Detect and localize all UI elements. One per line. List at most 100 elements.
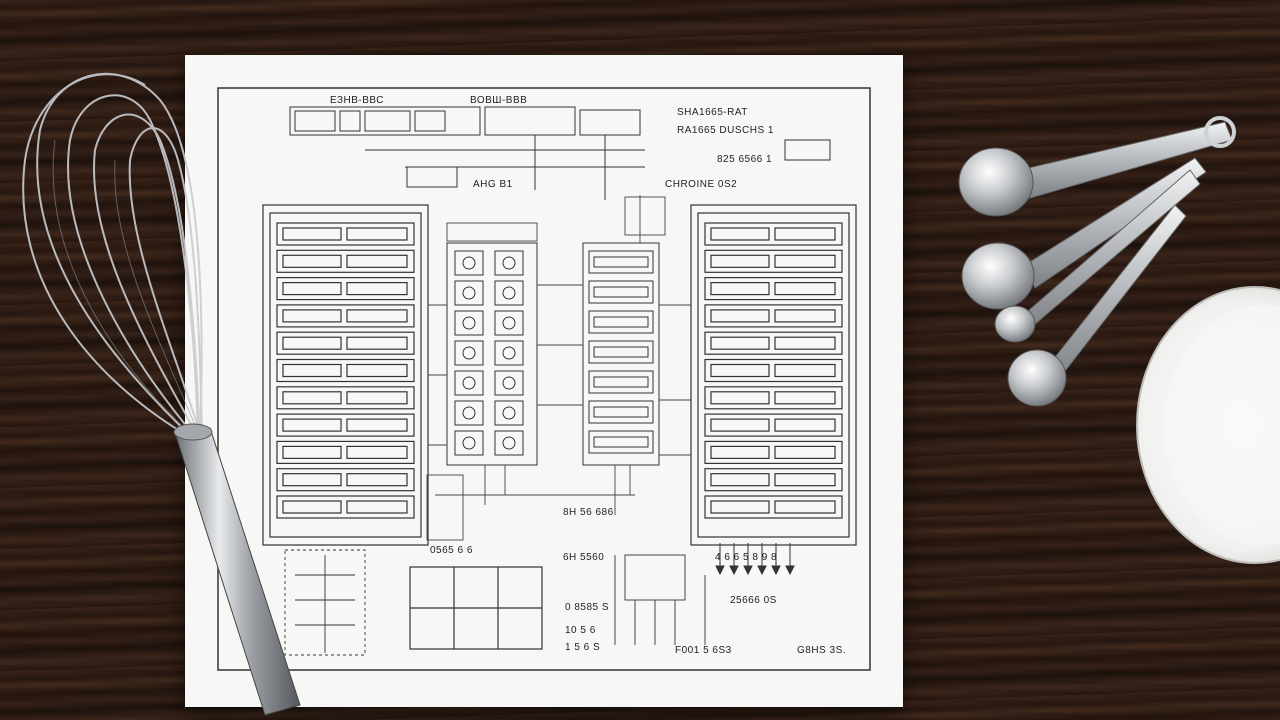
module-cell [588, 340, 654, 364]
bottom-component-cluster [614, 554, 706, 645]
panel-row-slot [774, 227, 836, 241]
panel-row-slot [774, 282, 836, 296]
panel-row-slot [710, 282, 770, 296]
panel-row-slot [710, 227, 770, 241]
module-slot [593, 406, 649, 418]
icon-symbol [462, 436, 476, 450]
panel-row-slot [774, 254, 836, 268]
panel-row-slot [346, 391, 408, 405]
panel-row [704, 249, 843, 273]
icon-symbol [462, 316, 476, 330]
module-slot [593, 316, 649, 328]
panel-row [704, 222, 843, 246]
icon-cell [454, 250, 484, 276]
panel-row-slot [282, 227, 342, 241]
arrow-head [715, 565, 725, 576]
icon-cell [494, 340, 524, 366]
right-bottom-label-2: F001 5 6S3 [675, 645, 732, 656]
icon-symbol [502, 286, 516, 300]
icon-symbol [462, 406, 476, 420]
panel-row-slot [346, 254, 408, 268]
icon-cell [494, 250, 524, 276]
small-label-3: 10 5 6 [565, 625, 596, 636]
panel-row-slot [282, 282, 342, 296]
panel-row-slot [346, 282, 408, 296]
right-bottom-label-1: 25666 0S [730, 595, 777, 606]
module-slot [593, 286, 649, 298]
arrow-head [743, 565, 753, 576]
panel-row [276, 331, 415, 355]
panel-row [276, 358, 415, 383]
header-label-1: ЕЗНВ-ВВС [330, 95, 384, 106]
right-bottom-label-3: G8HS 3S. [797, 645, 846, 656]
center-label-2: 6H 5560 [563, 552, 604, 563]
panel-row-slot [774, 391, 836, 405]
panel-row-slot [282, 500, 342, 514]
panel-row-slot [282, 309, 342, 323]
top-right-label-1: SHA1665-RAT [677, 107, 748, 118]
mid-left-label: AHG B1 [473, 179, 513, 190]
panel-row [704, 304, 843, 328]
panel-row-slot [346, 445, 408, 459]
module-slot [593, 436, 649, 448]
arrow-head [771, 565, 781, 576]
panel-row-slot [774, 309, 836, 323]
panel-row-slot [346, 336, 408, 350]
icon-symbol [502, 436, 516, 450]
module-slot [593, 346, 649, 358]
panel-row-slot [346, 363, 408, 378]
panel-row-slot [710, 418, 770, 432]
header-label-2: ВОВШ-ВВВ [470, 95, 527, 106]
panel-row [276, 222, 415, 246]
panel-row [276, 413, 415, 437]
right-panel [690, 204, 857, 546]
icon-cell [494, 430, 524, 456]
small-label-2: 4 6 6 5 8 9 8 [715, 552, 777, 563]
icon-cell [454, 370, 484, 396]
panel-row [704, 440, 843, 464]
icon-cell [454, 430, 484, 456]
center-module-column [582, 242, 660, 466]
panel-row-slot [282, 391, 342, 405]
icon-symbol [502, 346, 516, 360]
bottom-left-sketch [284, 549, 366, 656]
icon-cell [454, 310, 484, 336]
icon-cell [454, 280, 484, 306]
icon-cell [454, 400, 484, 426]
panel-row-slot [710, 254, 770, 268]
icon-cell [494, 400, 524, 426]
panel-row [276, 468, 415, 492]
icon-symbol [502, 316, 516, 330]
panel-row-slot [282, 254, 342, 268]
bottom-right-arrows [715, 543, 795, 576]
module-cell [588, 310, 654, 334]
diagram-border [217, 87, 871, 671]
circuit-diagram-paper: ЕЗНВ-ВВС ВОВШ-ВВВ SHA1665-RAT RA1665 DUS… [185, 55, 903, 707]
panel-row [276, 249, 415, 273]
panel-row-slot [346, 418, 408, 432]
panel-row [276, 495, 415, 519]
icon-symbol [502, 256, 516, 270]
module-cell [588, 400, 654, 424]
module-slot [593, 376, 649, 388]
wires [426, 195, 691, 541]
panel-row-slot [710, 363, 770, 378]
module-cell [588, 430, 654, 454]
panel-row-slot [346, 473, 408, 487]
panel-row-slot [774, 336, 836, 350]
panel-row-slot [774, 473, 836, 487]
panel-row-slot [346, 500, 408, 514]
module-cell [588, 370, 654, 394]
icon-symbol [502, 376, 516, 390]
panel-row-slot [774, 500, 836, 514]
center-icon-column [446, 242, 538, 466]
arrow-head [785, 565, 795, 576]
icon-cell [494, 280, 524, 306]
panel-row [276, 386, 415, 410]
panel-row-slot [710, 336, 770, 350]
mid-right-label-2: CHROINE 0S2 [665, 179, 737, 190]
panel-row-slot [710, 391, 770, 405]
icon-symbol [462, 286, 476, 300]
